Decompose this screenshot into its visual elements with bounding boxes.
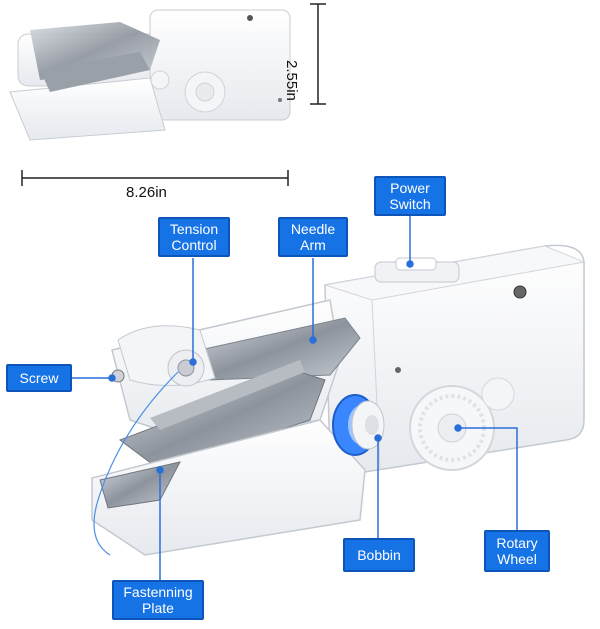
leader-power-switch	[406, 214, 414, 268]
leader-bobbin	[374, 434, 382, 538]
leader-rotary-wheel	[454, 424, 518, 530]
leader-lines	[72, 214, 518, 580]
label-bobbin: Bobbin	[343, 538, 415, 572]
label-power-switch-line1: Power	[390, 180, 430, 196]
width-dimension-line	[21, 170, 289, 186]
width-dimension-label: 8.26in	[126, 184, 167, 201]
label-bobbin-text: Bobbin	[357, 547, 401, 563]
leader-needle-arm	[309, 258, 317, 344]
main-machine	[91, 244, 586, 556]
leader-tension-control	[189, 258, 197, 366]
small-machine	[9, 9, 291, 141]
label-screw: Screw	[6, 364, 72, 392]
label-needle-arm-line2: Arm	[300, 237, 326, 253]
leader-fastening-plate	[156, 466, 164, 580]
leader-screw	[72, 374, 116, 382]
label-needle-arm-line1: Needle	[290, 221, 336, 237]
label-fastening-plate-line1: Fastenning	[123, 584, 193, 600]
height-dimension-label: 2.55in	[283, 60, 300, 101]
label-rotary-wheel-line1: Rotary	[496, 535, 538, 551]
label-power-switch-line2: Switch	[389, 196, 431, 212]
label-rotary-wheel-line2: Wheel	[497, 551, 537, 567]
label-tension-control-line2: Control	[171, 237, 217, 253]
label-screw-text: Screw	[19, 370, 59, 386]
height-dimension-line	[310, 3, 326, 105]
label-tension-control-line1: Tension	[169, 221, 219, 237]
label-fastening-plate-line2: Plate	[142, 600, 174, 616]
